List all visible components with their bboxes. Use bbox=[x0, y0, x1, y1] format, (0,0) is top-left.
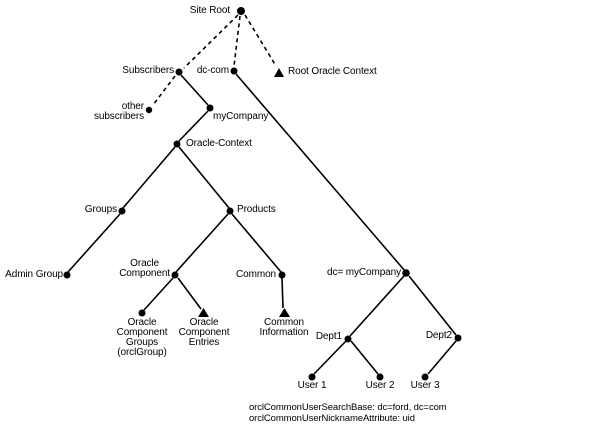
edge-dcmycompany-dept1 bbox=[349, 275, 405, 337]
node-admin-group bbox=[63, 271, 71, 279]
node-user3 bbox=[421, 373, 429, 381]
edge-dept1-user2 bbox=[350, 340, 379, 375]
node-oracle-component-groups bbox=[138, 309, 146, 317]
label-products: Products bbox=[237, 204, 276, 215]
label-other-subscribers: other subscribers bbox=[93, 101, 144, 122]
label-admin-group: Admin Group bbox=[5, 269, 63, 280]
edge-subscribers-mycompany bbox=[180, 74, 209, 106]
edge-siteroot-dccom bbox=[233, 15, 241, 67]
node-products bbox=[226, 207, 234, 215]
edge-siteroot-rootoraclecontext bbox=[244, 14, 277, 67]
node-subscribers bbox=[175, 68, 183, 76]
edge-groups-admingroup bbox=[67, 213, 121, 273]
node-groups bbox=[118, 207, 126, 215]
label-mycompany: myCompany bbox=[213, 111, 269, 122]
label-user3: User 3 bbox=[410, 380, 440, 391]
edge-dccom-dcmycompany bbox=[235, 73, 406, 272]
node-common bbox=[278, 271, 286, 279]
edge-dept1-user1 bbox=[313, 340, 347, 375]
label-oracle-context: Oracle-Context bbox=[186, 138, 252, 149]
edge-common-commoninfo bbox=[281, 277, 284, 309]
triangle-common-information bbox=[279, 308, 290, 317]
node-dept2 bbox=[454, 334, 462, 342]
label-subscribers: Subscribers bbox=[122, 65, 174, 76]
node-dc-mycompany bbox=[402, 269, 410, 277]
label-dc-com: dc-com bbox=[196, 65, 229, 76]
label-common-information: Common Information bbox=[259, 317, 309, 338]
edge-subscribers-othersubscribers bbox=[152, 75, 176, 106]
node-oracle-component bbox=[171, 271, 179, 279]
edge-oraclecontext-groups bbox=[122, 146, 176, 209]
label-user2: User 2 bbox=[365, 380, 395, 391]
edge-dept2-user3 bbox=[427, 340, 457, 375]
edge-products-oraclecomponent bbox=[175, 213, 229, 273]
edge-oraclecontext-products bbox=[178, 146, 230, 209]
node-dc-com bbox=[230, 67, 238, 75]
label-common: Common bbox=[236, 269, 276, 280]
node-user2 bbox=[376, 373, 384, 381]
node-user1 bbox=[308, 373, 316, 381]
node-site-root bbox=[237, 7, 245, 15]
edge-siteroot-subscribers bbox=[183, 14, 239, 69]
label-root-oracle-context: Root Oracle Context bbox=[288, 66, 377, 77]
edge-mycompany-oraclecontext bbox=[178, 110, 209, 142]
footer-annotation: orclCommonUserSearchBase: dc=ford, dc=co… bbox=[249, 402, 447, 424]
label-groups: Groups bbox=[84, 204, 117, 215]
triangle-root-oracle-context bbox=[274, 68, 284, 77]
edge-oraclecomponent-groups bbox=[143, 277, 174, 311]
label-dept2: Dept2 bbox=[425, 330, 452, 341]
node-oracle-context bbox=[173, 140, 181, 148]
solid-edges bbox=[67, 73, 457, 375]
edge-products-common bbox=[231, 213, 282, 273]
label-oracle-component-entries: Oracle Component Entries bbox=[178, 317, 230, 348]
label-dept1: Dept1 bbox=[315, 331, 342, 342]
label-oracle-component: Oracle Component bbox=[119, 258, 170, 279]
label-dc-mycompany: dc= myCompany bbox=[326, 267, 401, 278]
label-oracle-component-groups: Oracle Component Groups (orclGroup) bbox=[116, 317, 168, 358]
node-other-subscribers bbox=[145, 106, 153, 114]
node-dept1 bbox=[344, 335, 352, 343]
label-user1: User 1 bbox=[297, 380, 327, 391]
edge-oraclecomponent-entries bbox=[177, 277, 202, 310]
label-site-root: Site Root bbox=[189, 5, 230, 16]
node-mycompany bbox=[206, 104, 214, 112]
node-markers bbox=[63, 7, 462, 381]
dashed-edges bbox=[152, 14, 277, 106]
edge-dcmycompany-dept2 bbox=[408, 275, 457, 336]
triangle-oracle-component-entries bbox=[198, 308, 209, 317]
